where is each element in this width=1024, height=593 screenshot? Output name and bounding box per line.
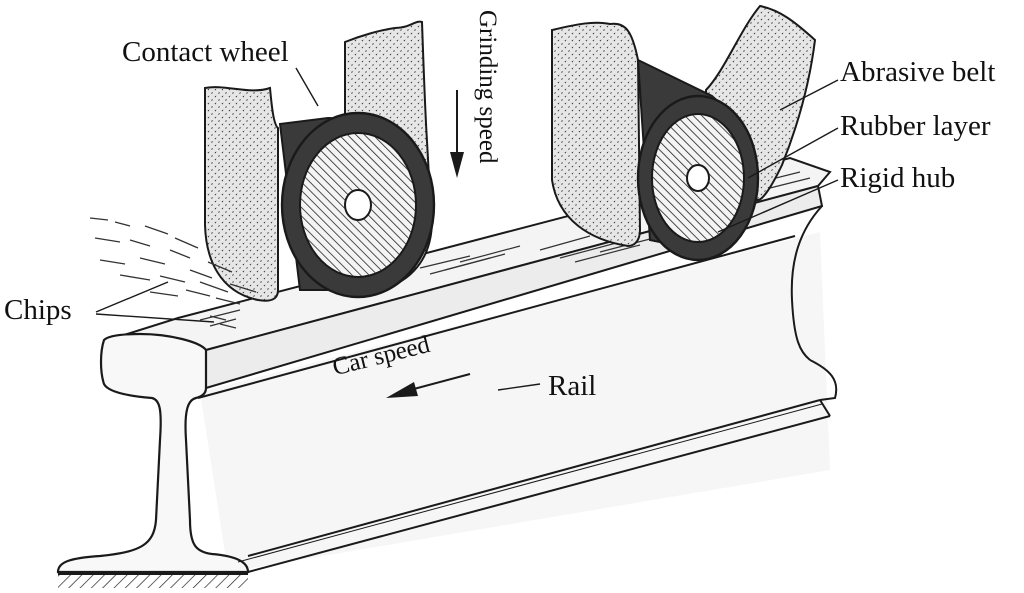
- rail-web: [200, 232, 830, 572]
- rubber-layer-label: Rubber layer: [840, 110, 991, 142]
- leader-lines: [95, 67, 839, 391]
- leader-contact-wheel: [295, 67, 319, 107]
- leader-chips-lower: [95, 313, 215, 323]
- abrasive-belt-label: Abrasive belt: [840, 56, 996, 88]
- contact-wheel-label: Contact wheel: [122, 36, 289, 68]
- left-grinding-unit: [204, 20, 436, 302]
- leader-rubber-layer: [747, 127, 839, 179]
- leader-rigid-hub: [717, 179, 839, 233]
- ground-hatching: [58, 574, 248, 588]
- left-abrasive-belt-back: [204, 86, 279, 302]
- chips-sparks: [89, 217, 257, 329]
- right-abrasive-belt-back: [551, 21, 642, 248]
- grinding-speed-arrow: [450, 90, 464, 178]
- rigid-hub-label: Rigid hub: [840, 162, 956, 194]
- car-speed-arrow: [386, 373, 471, 398]
- leader-abrasive-belt: [779, 79, 839, 111]
- right-axle-hole: [686, 164, 710, 192]
- left-axle-hole: [344, 189, 372, 221]
- chips-label: Chips: [4, 294, 72, 326]
- rail-label: Rail: [548, 370, 597, 402]
- right-grinding-unit: [551, 4, 817, 262]
- leader-chips-upper: [95, 281, 169, 313]
- rail-end-profile: [56, 332, 250, 574]
- leader-rail: [497, 383, 541, 391]
- grinding-speed-label: Grinding speed: [474, 10, 501, 164]
